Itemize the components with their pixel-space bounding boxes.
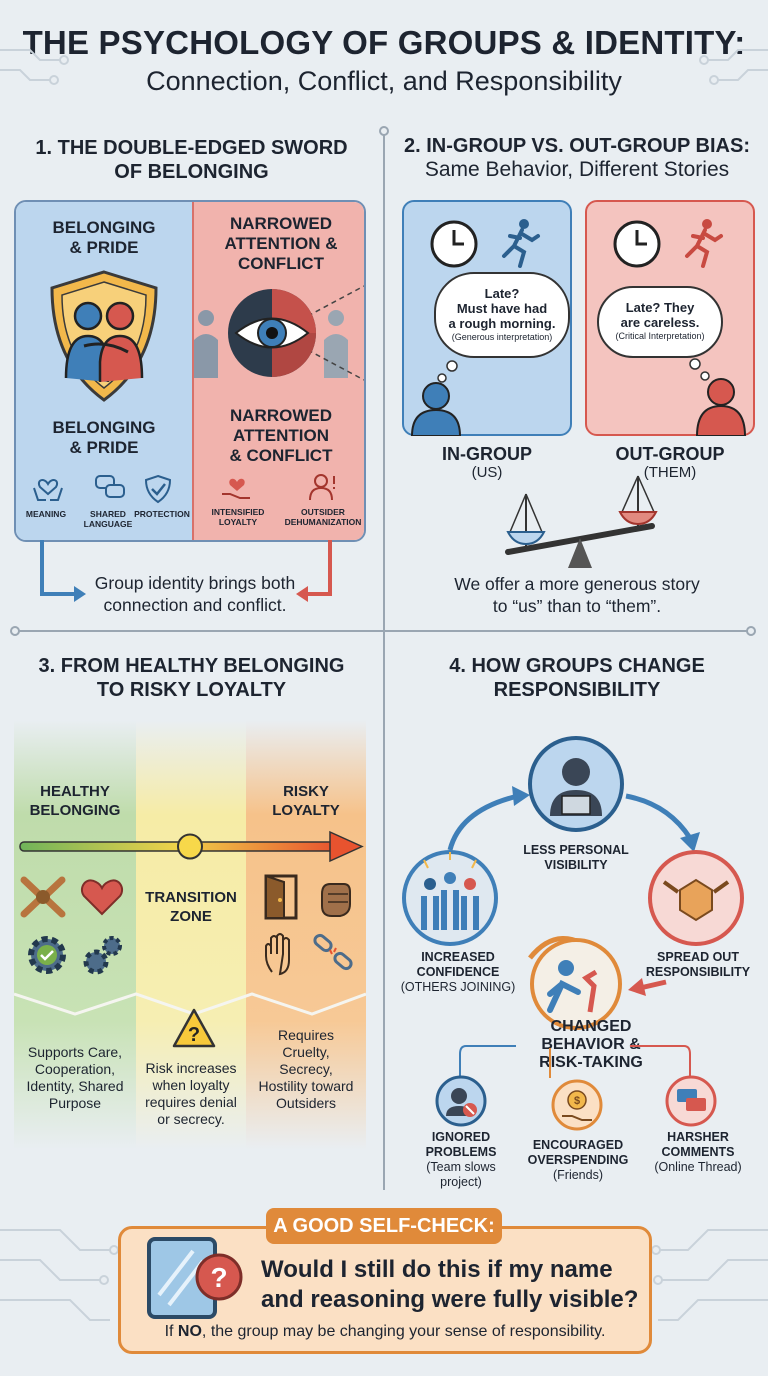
door-icon <box>264 874 298 920</box>
increased-confidence-label: INCREASED CONFIDENCE (OTHERS JOINING) <box>400 950 516 994</box>
spread-responsibility-label: SPREAD OUT RESPONSIBILITY <box>645 950 751 979</box>
section4-title: 4. HOW GROUPS CHANGE RESPONSIBILITY <box>449 655 705 701</box>
out-group-label: OUT-GROUP <box>615 444 725 464</box>
comments-icon <box>665 1075 717 1127</box>
outcome-ignored-problems: IGNORED PROBLEMS (Team slows project) <box>425 1130 497 1189</box>
changed-behavior-label: CHANGED BEHAVIOR & RISK-TAKING <box>539 1018 643 1071</box>
out-group-thought-bubble: Late? They are careless. (Critical Inter… <box>597 286 723 358</box>
out-group-person-icon <box>689 358 747 436</box>
warning-glyph: ? <box>188 1024 200 1046</box>
caption-arrows <box>40 540 332 602</box>
icon-label-intensified-loyalty: INTENSIFIED LOYALTY <box>211 507 265 527</box>
icon-label-shared-language: SHARED LANGUAGE <box>83 509 133 529</box>
icon-label-outsider-dehumanization: OUTSIDER DEHUMANIZATION <box>284 507 362 527</box>
out-group-panel: Late? They are careless. (Critical Inter… <box>585 200 755 436</box>
tilted-scale-icon <box>505 475 658 568</box>
risky-zone <box>246 720 366 1150</box>
clock-runner-icon <box>613 219 723 268</box>
risky-heading: RISKY LOYALTY <box>272 783 340 819</box>
conflict-heading: NARROWED ATTENTION & CONFLICT <box>224 214 338 273</box>
conflict-panel: NARROWED ATTENTION & CONFLICT NARROWED A… <box>192 202 364 540</box>
hand-heart-icon <box>222 478 250 499</box>
svg-text:$: $ <box>574 1095 580 1107</box>
icon-label-meaning: MEANING <box>25 509 67 519</box>
divider-dot <box>379 126 389 136</box>
section3-title: 3. FROM HEALTHY BELONGING TO RISKY LOYAL… <box>38 655 345 701</box>
in-group-sublabel: (US) <box>471 464 503 481</box>
healthy-description: Supports Care, Cooperation, Identity, Sh… <box>26 1044 124 1111</box>
spectrum-arrow <box>19 830 364 863</box>
horizontal-divider <box>16 630 752 632</box>
fist-icon <box>321 883 351 917</box>
out-group-sublabel: (THEM) <box>643 464 697 481</box>
belonging-heading-repeat: BELONGING & PRIDE <box>52 418 156 457</box>
shield-embrace-icon <box>50 270 158 402</box>
clock-runner-icon <box>430 219 540 268</box>
speech-bubbles-icon <box>95 475 125 498</box>
outcome-branches <box>459 1045 691 1078</box>
in-group-thought-bubble: Late? Must have had a rough morning. (Ge… <box>434 272 570 358</box>
raised-hand-icon <box>265 933 290 976</box>
healthy-heading: HEALTHY BELONGING <box>29 783 121 819</box>
in-group-panel: Late? Must have had a rough morning. (Ge… <box>402 200 572 436</box>
section2-title: 2. IN-GROUP VS. OUT-GROUP BIAS: <box>404 135 750 157</box>
warning-person-icon <box>309 474 335 501</box>
section2-caption: We offer a more generous story to “us” t… <box>454 574 700 616</box>
belonging-panel: BELONGING & PRIDE BELONGING & PRIDE <box>16 202 192 540</box>
less-visibility-label: LESS PERSONAL VISIBILITY <box>523 843 629 872</box>
outcome-encouraged-overspending: ENCOURAGED OVERSPENDING (Friends) <box>527 1138 629 1182</box>
gear-check-icon <box>28 936 66 974</box>
healthy-zone <box>14 720 136 1150</box>
transition-description: Risk increases when loyalty requires den… <box>145 1060 237 1127</box>
eye-tunnel-icon <box>194 285 364 381</box>
broken-chain-icon <box>313 933 353 971</box>
circuit-decoration <box>0 1229 768 1321</box>
belonging-heading: BELONGING & PRIDE <box>52 218 156 257</box>
vertical-divider <box>383 130 385 1190</box>
transition-zone <box>136 720 246 1150</box>
in-group-person-icon <box>410 360 462 436</box>
self-check-card: ? Would I still do this if my name and r… <box>118 1226 652 1354</box>
ignored-problems-icon <box>435 1075 487 1127</box>
joined-hands-icon <box>20 876 66 918</box>
self-check-badge: A GOOD SELF-CHECK: <box>266 1208 502 1244</box>
page-title: THE PSYCHOLOGY OF GROUPS & IDENTITY: <box>22 24 746 61</box>
section1-title: 1. THE DOUBLE-EDGED SWORD OF BELONGING <box>35 137 348 183</box>
risky-description: Requires Cruelty, Secrecy, Hostility tow… <box>258 1027 354 1111</box>
icon-label-protection: PROTECTION <box>134 509 190 519</box>
gears-icon <box>83 936 122 975</box>
divider-dot <box>10 626 20 636</box>
transition-heading: TRANSITION ZONE <box>145 889 237 925</box>
self-check-footer: If NO, the group may be changing your se… <box>164 1323 606 1340</box>
section2-subtitle: Same Behavior, Different Stories <box>424 158 730 181</box>
outcome-harsher-comments: HARSHER COMMENTS (Online Thread) <box>654 1130 742 1174</box>
self-check-question: Would I still do this if my name and rea… <box>261 1256 639 1313</box>
hands-heart-icon <box>33 479 63 501</box>
shield-check-icon <box>144 474 172 504</box>
section1-caption: Group identity brings both connection an… <box>94 573 296 615</box>
warning-icon: ? <box>172 1008 216 1048</box>
svg-text:?: ? <box>210 1262 227 1293</box>
money-icon: $ <box>551 1079 603 1131</box>
responsibility-cycle <box>402 736 744 1030</box>
page-subtitle: Connection, Conflict, and Responsibility <box>146 66 622 96</box>
heart-icon <box>80 879 124 916</box>
mirror-question-icon: ? <box>147 1237 243 1319</box>
divider-dot <box>746 626 756 636</box>
circuit-decoration <box>0 49 768 85</box>
conflict-heading-repeat: NARROWED ATTENTION & CONFLICT <box>229 406 333 465</box>
in-group-label: IN-GROUP <box>442 444 532 464</box>
belonging-card: BELONGING & PRIDE BELONGING & PRIDE <box>14 200 366 542</box>
